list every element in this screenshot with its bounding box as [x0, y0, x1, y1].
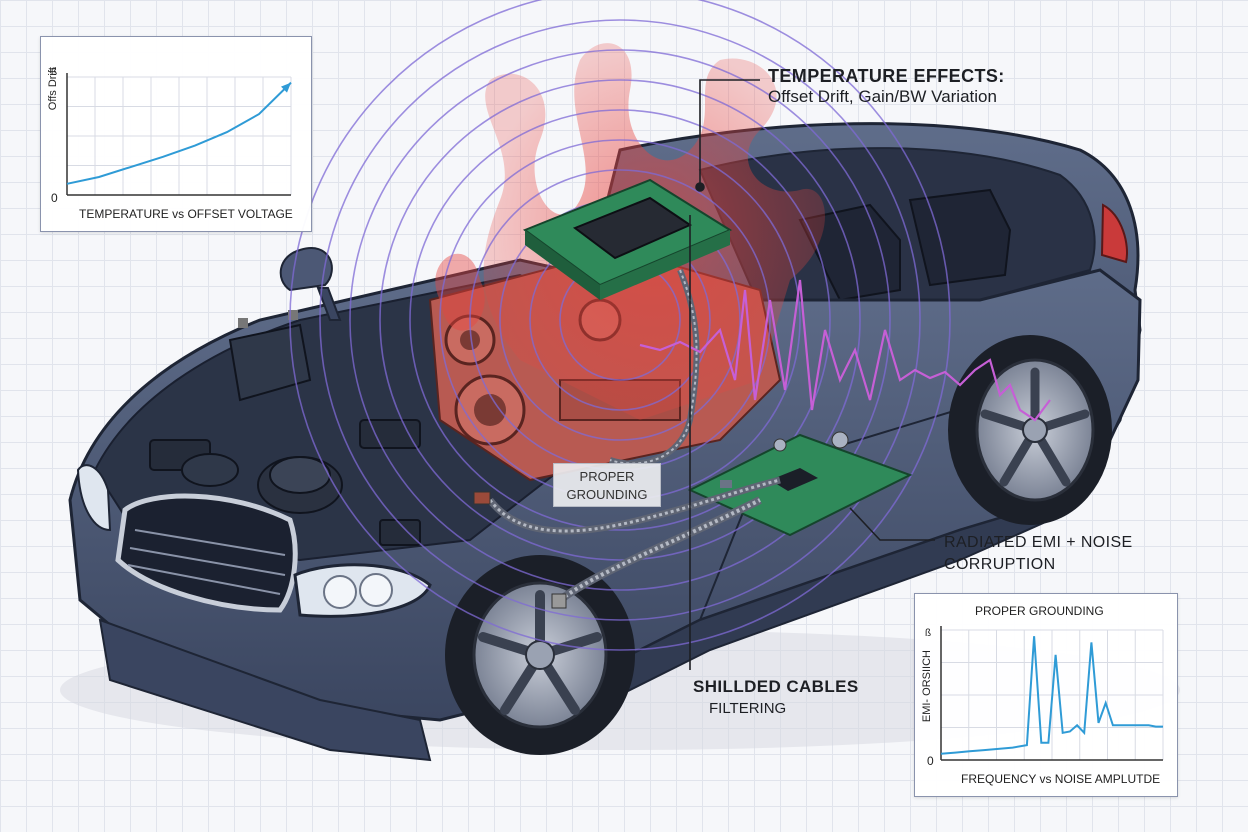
noise-signal	[639, 279, 1051, 422]
temperature-chart-plot	[66, 73, 292, 196]
leader-lines	[689, 79, 935, 670]
grounding-label-line2: GROUNDING	[566, 487, 648, 502]
cables-callout-line2: FILTERING	[709, 700, 787, 717]
grounding-label: PROPER GROUNDING	[553, 463, 661, 507]
grounding-label-line1: PROPER	[579, 469, 635, 484]
noise-chart-ytick-zero: 0	[927, 754, 934, 768]
shielded-cables	[473, 268, 781, 609]
series-line	[66, 81, 292, 185]
temperature-callout-title: TEMPERATURE EFFECTS:	[768, 66, 1005, 86]
side-mirror	[279, 247, 342, 321]
headlight-left	[76, 464, 112, 532]
temperature-inset-chart: Offs Drift ß 0 TEMPERATURE vs OFFSET VOL…	[40, 36, 312, 232]
noise-chart-caption: FREQUENCY vs NOISE AMPLUTDE	[961, 772, 1161, 786]
series-line	[940, 636, 1163, 755]
noise-chart-ylabel: EMI- ORSIICH	[921, 650, 933, 723]
temperature-chart-caption: TEMPERATURE vs OFFSET VOLTAGE	[79, 207, 293, 221]
emi-callout-line1: RADIATED EMI + NOISE	[944, 534, 1133, 551]
battery	[228, 310, 312, 402]
cables-callout: SHILLDED CABLES FILTERING	[693, 676, 859, 720]
noise-inset-chart: PROPER GROUNDING EMI- ORSIICH ß 0 FREQUE…	[914, 593, 1178, 797]
rear-wheel	[948, 335, 1112, 525]
temperature-chart-ytick-zero: 0	[51, 191, 58, 205]
emi-callout-line2: CORRUPTION	[944, 556, 1056, 573]
ecu-board	[522, 178, 733, 300]
noise-chart-plot	[940, 626, 1164, 761]
headlight-right	[293, 563, 432, 618]
front-wheel	[445, 555, 635, 755]
temperature-chart-ytick-top: ß	[51, 67, 58, 78]
cables-callout-line1: SHILLDED CABLES	[693, 677, 859, 696]
front-grille	[98, 493, 432, 762]
noise-chart-title: PROPER GROUNDING	[975, 604, 1104, 618]
temperature-callout-subtitle: Offset Drift, Gain/BW Variation	[768, 87, 997, 106]
series-arrowhead	[281, 82, 291, 93]
temperature-callout: TEMPERATURE EFFECTS: Offset Drift, Gain/…	[768, 66, 1005, 107]
noise-chart-ytick-top: ß	[925, 628, 932, 639]
emi-callout: RADIATED EMI + NOISE CORRUPTION	[944, 532, 1133, 576]
